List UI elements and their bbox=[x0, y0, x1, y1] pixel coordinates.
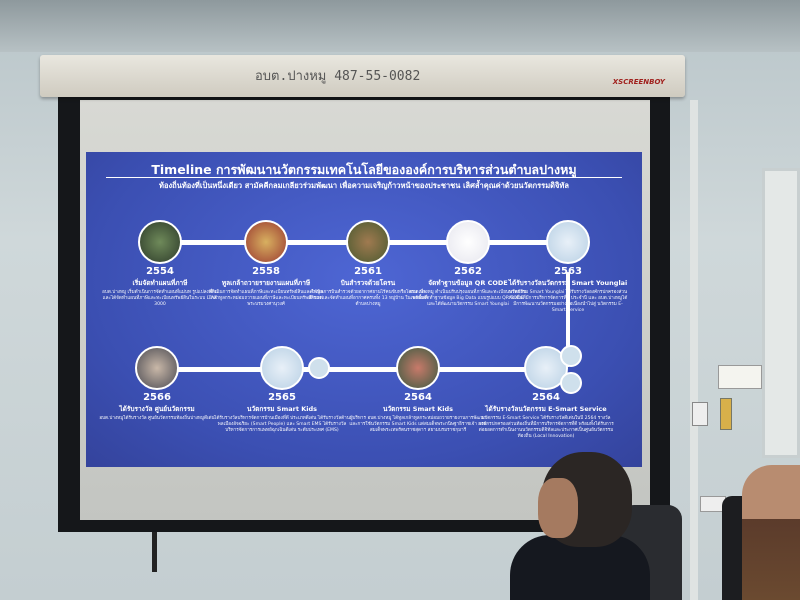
timeline-connector bbox=[566, 272, 570, 367]
milestone-heading: นวัตกรรม Smart Kids bbox=[247, 405, 317, 413]
timeline-node: 2566 ได้รับรางวัล ศูนย์นวัตกรรม อบต.ปางห… bbox=[97, 346, 217, 422]
milestone-desc: นวัตกรรม E-Smart Service ได้รับรางวัลดีเ… bbox=[478, 416, 614, 439]
milestone-desc: ดำเนินการจัดทำแผนที่ภาษีและทะเบียนทรัพย์… bbox=[209, 290, 323, 307]
timeline-node: 2554 เริ่มจัดทำแผนที่ภาษี อบต.ปางหมู เริ… bbox=[100, 220, 220, 308]
award-trophy-icon bbox=[260, 346, 304, 390]
milestone-desc: ได้รับรางวัลบริหารจัดการบ้านเมืองที่ดี ป… bbox=[214, 416, 350, 433]
timeline-node: 2563 ได้รับรางวัลนวัตกรรม Smart Younglai… bbox=[508, 220, 628, 314]
timeline-node: 2558 ทูลเกล้าถวายรายงานแผนที่ภาษี ดำเนิน… bbox=[206, 220, 326, 308]
milestone-heading: ได้รับรางวัลนวัตกรรม E-Smart Service bbox=[485, 405, 607, 413]
timeline-node: 2562 จัดทำฐานข้อมูล QR CODE อบต.ปางหมู ด… bbox=[408, 220, 528, 308]
projector-screen-housing: อบต.ปางหมู 487-55-0082 XSCREENBOY bbox=[40, 55, 685, 97]
slide-subtitle: ท้องถิ่นท้องที่เป็นหนึ่งเดียว สามัคคีกลม… bbox=[159, 181, 569, 190]
wall-switch bbox=[692, 402, 708, 426]
timeline-node: 2564 ได้รับรางวัลนวัตกรรม E-Smart Servic… bbox=[476, 346, 616, 440]
second-person bbox=[742, 465, 800, 600]
year: 2566 bbox=[143, 392, 171, 403]
timeline-line-bottom bbox=[158, 367, 558, 372]
milestone-heading: ได้รับรางวัลนวัตกรรม Smart Younglai bbox=[508, 279, 628, 287]
milestone-desc: นวัตกรรม Smart Younglai ได้รับรางวัลองค์… bbox=[508, 290, 628, 313]
milestone-desc: อบต.ปางหมู ดำเนินปรับปรุงแผนที่ภาษีและทะ… bbox=[409, 290, 527, 307]
photo-circle bbox=[346, 220, 390, 264]
photo-circle bbox=[138, 220, 182, 264]
year: 2565 bbox=[268, 392, 296, 403]
title-divider bbox=[106, 177, 622, 178]
year: 2554 bbox=[146, 266, 174, 277]
window bbox=[762, 168, 800, 458]
housing-label: อบต.ปางหมู 487-55-0082 bbox=[255, 69, 421, 84]
milestone-desc: ผู้บริหาร อบต.ปางหมู ได้ทูลเกล้าทูลกระหม… bbox=[349, 416, 487, 433]
wall-notice bbox=[718, 365, 762, 389]
award-trophy-icon bbox=[546, 220, 590, 264]
milestone-heading: เริ่มจัดทำแผนที่ภาษี bbox=[132, 279, 188, 287]
slide-title: Timeline การพัฒนานวัตกรรมเทคโนโลยีขององค… bbox=[151, 162, 577, 177]
wall-pipe bbox=[690, 100, 698, 600]
person-face bbox=[538, 478, 578, 538]
thermostat bbox=[720, 398, 732, 430]
screen-cable bbox=[152, 532, 157, 572]
award-mini-icon bbox=[560, 345, 582, 367]
ceiling bbox=[0, 0, 800, 52]
photo-circle bbox=[244, 220, 288, 264]
year: 2564 bbox=[404, 392, 432, 403]
photo-circle bbox=[396, 346, 440, 390]
milestone-heading: ได้รับรางวัล ศูนย์นวัตกรรม bbox=[119, 405, 195, 413]
year: 2564 bbox=[532, 392, 560, 403]
year: 2563 bbox=[554, 266, 582, 277]
timeline-node: 2565 นวัตกรรม Smart Kids ได้รับรางวัลบริ… bbox=[212, 346, 352, 434]
award-mini-icon bbox=[308, 357, 330, 379]
award-mini-icon bbox=[560, 372, 582, 394]
milestone-desc: อบต.ปางหมูได้รับรางวัล ศูนย์นวัตกรรมท้อง… bbox=[99, 416, 215, 421]
milestone-heading: จัดทำฐานข้อมูล QR CODE bbox=[428, 279, 508, 287]
milestone-heading: ทูลเกล้าถวายรายงานแผนที่ภาษี bbox=[221, 279, 311, 287]
photo-circle bbox=[135, 346, 179, 390]
year: 2561 bbox=[354, 266, 382, 277]
year: 2562 bbox=[454, 266, 482, 277]
timeline-slide: Timeline การพัฒนานวัตกรรมเทคโนโลยีขององค… bbox=[86, 152, 642, 467]
qr-location-icon bbox=[446, 220, 490, 264]
milestone-heading: นวัตกรรม Smart Kids bbox=[383, 405, 453, 413]
milestone-desc: ดำเนินการบินสำรวจด้วยอากาศยานไร้คนขับหรื… bbox=[308, 290, 428, 307]
year: 2558 bbox=[252, 266, 280, 277]
timeline-node: 2564 นวัตกรรม Smart Kids ผู้บริหาร อบต.ป… bbox=[348, 346, 488, 434]
milestone-desc: อบต.ปางหมู เริ่มดำเนินการจัดทำแผนที่แม่บ… bbox=[102, 290, 218, 307]
screen-brand: XSCREENBOY bbox=[612, 78, 665, 86]
milestone-heading: บินสำรวจด้วยโดรน bbox=[340, 279, 396, 287]
timeline-node: 2561 บินสำรวจด้วยโดรน ดำเนินการบินสำรวจด… bbox=[308, 220, 428, 308]
